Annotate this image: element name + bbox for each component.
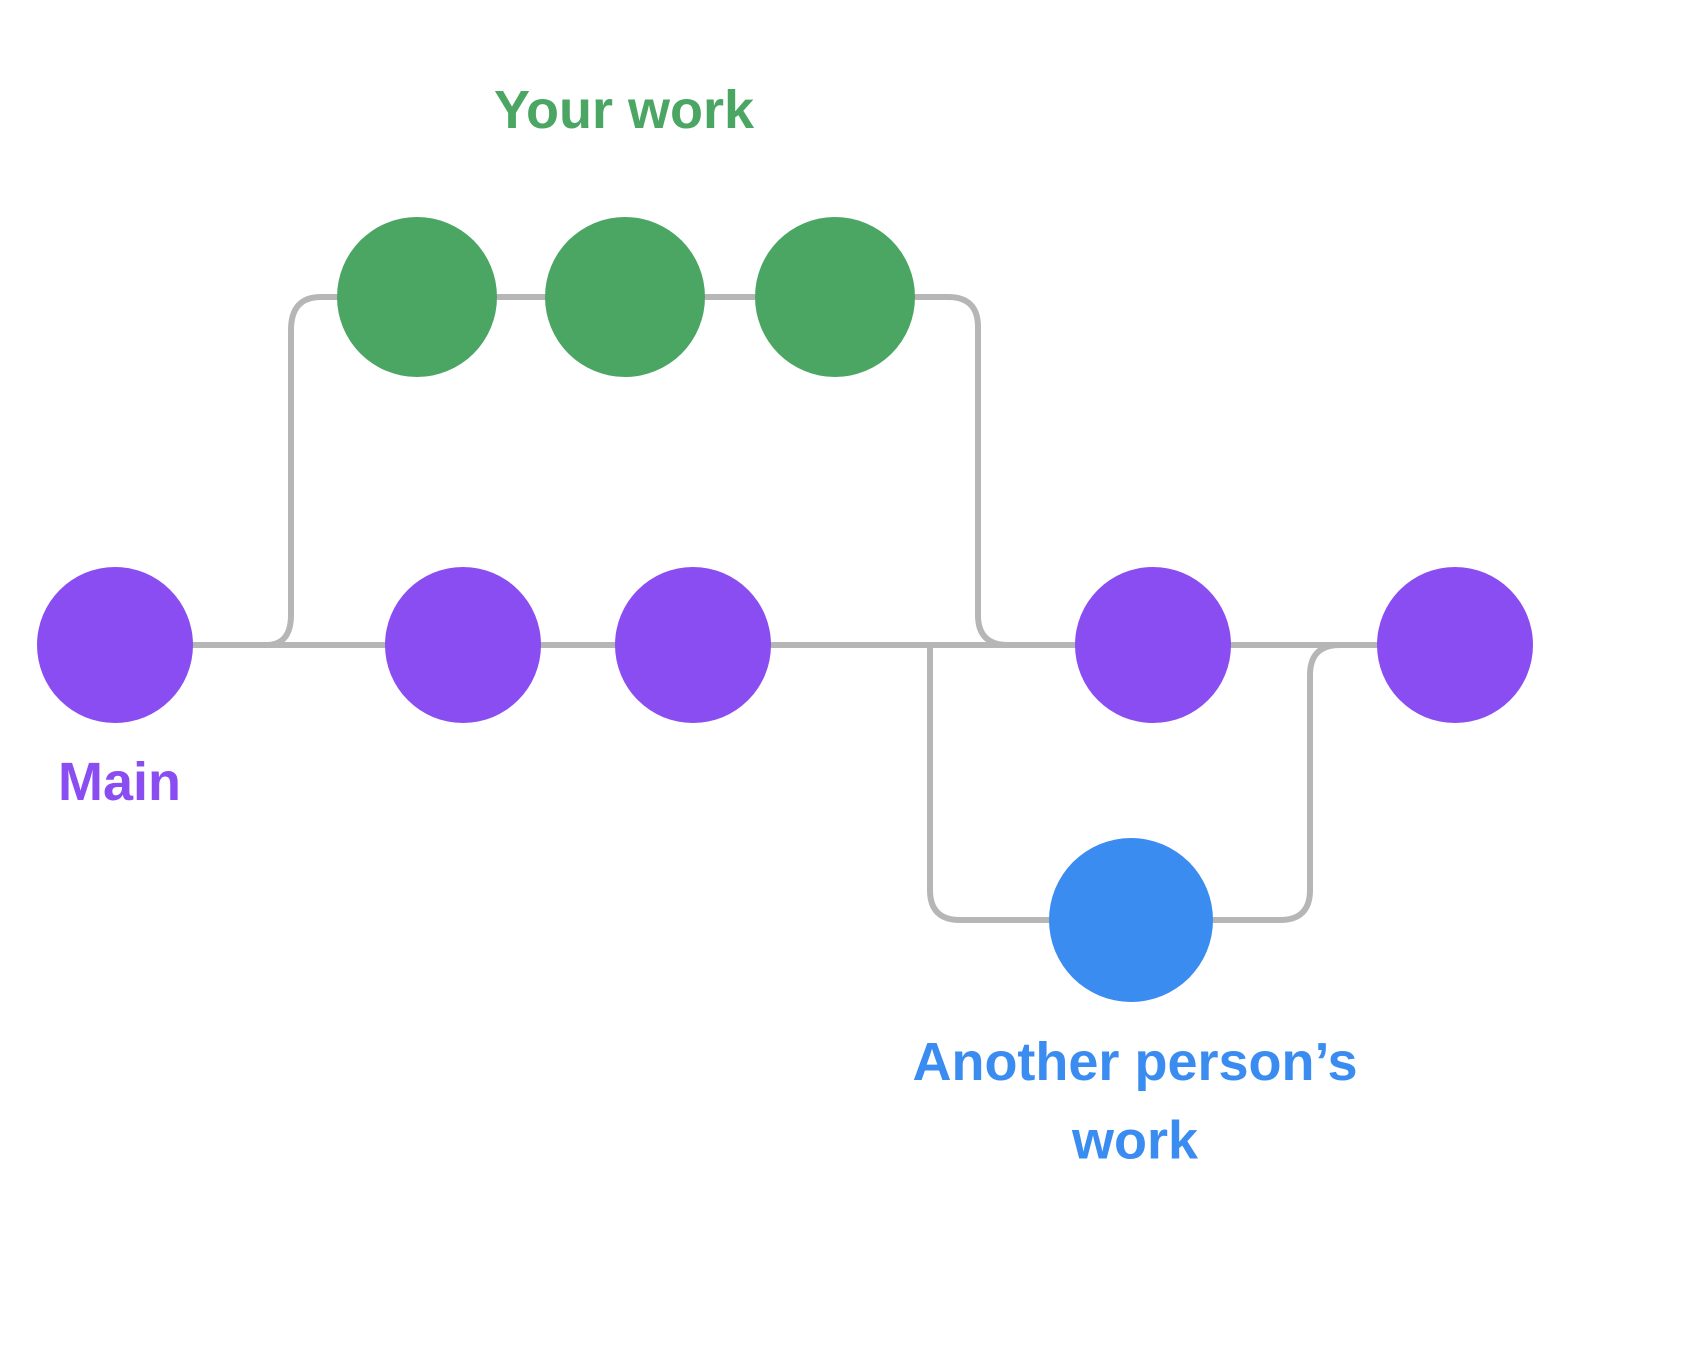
branch-label-main: Main (58, 752, 181, 812)
branch-label-line: work (1071, 1110, 1199, 1170)
branch-main (37, 567, 1533, 723)
branch-label-another-person-work: Another person’s work (912, 1032, 1357, 1170)
connector-layer (190, 294, 1385, 923)
commit-node-main-c4[interactable] (1075, 567, 1231, 723)
connector-branch-out-your-work (263, 294, 343, 648)
branch-label-your-work: Your work (494, 80, 755, 140)
branch-label-line: Main (58, 752, 181, 812)
commit-node-main-c2[interactable] (385, 567, 541, 723)
branch-your-work (337, 217, 915, 377)
branch-label-line: Your work (494, 80, 755, 140)
commit-node-main-c3[interactable] (615, 567, 771, 723)
branch-another-person (1049, 838, 1213, 1002)
commit-node-yw-c1[interactable] (337, 217, 497, 377)
commit-node-yw-c2[interactable] (545, 217, 705, 377)
connector-merge-in-your-work (913, 294, 1063, 648)
connector-branch-out-another-person (927, 642, 1055, 923)
connector-merge-in-another-person (1207, 642, 1385, 923)
branch-label-line: Another person’s (912, 1032, 1357, 1092)
commit-layer (37, 217, 1533, 1002)
commit-node-yw-c3[interactable] (755, 217, 915, 377)
commit-node-main-c5[interactable] (1377, 567, 1533, 723)
commit-node-ap-c1[interactable] (1049, 838, 1213, 1002)
commit-node-main-c1[interactable] (37, 567, 193, 723)
